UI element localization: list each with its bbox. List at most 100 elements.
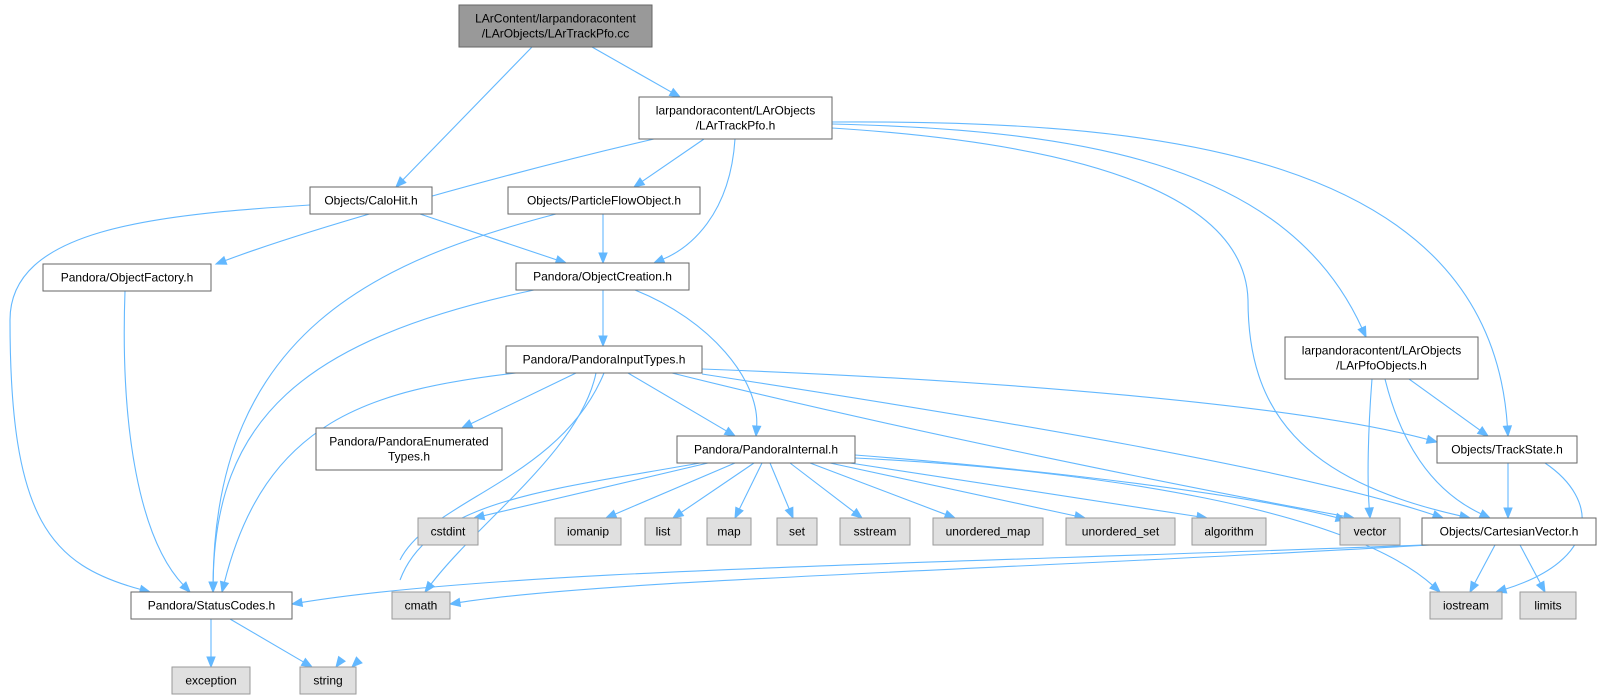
node-list: list (644, 517, 682, 546)
edge-arrowhead (208, 581, 218, 594)
edge-objectcreation_h-to-pandorainternal_h (634, 289, 762, 438)
edge-arrowhead (850, 507, 864, 519)
edge-arrowhead (395, 176, 407, 188)
node-pandorainputtypes-h[interactable]: Pandora/PandoraInputTypes.h (505, 345, 703, 374)
edge-line (641, 138, 705, 183)
node-unordered-set: unordered_set (1065, 517, 1176, 546)
node-box (515, 262, 690, 291)
edge-line (854, 457, 1434, 587)
edge-pandorainputtypes_h-to-string (335, 372, 605, 669)
node-cmath: cmath (391, 591, 451, 620)
node-label: string (313, 674, 342, 688)
edge-arrowhead (604, 509, 618, 519)
edges-layer (9, 46, 1583, 669)
node-statuscodes-h[interactable]: Pandora/StatusCodes.h (130, 591, 293, 620)
edge-arrowhead (335, 655, 346, 669)
edge-line (789, 462, 856, 513)
node-map: map (706, 517, 752, 546)
edge-pandorainternal_h-to-iostream (854, 457, 1441, 593)
edge-pandorainputtypes_h-to-trackstate_h (701, 368, 1439, 444)
node-box (1519, 591, 1577, 620)
edge-pandorainternal_h-to-vector (854, 454, 1348, 522)
edge-lartrackpfo_h-to-trackstate_h (831, 121, 1513, 438)
edge-pandorainternal_h-to-string (351, 462, 701, 668)
edge-arrowhead (448, 597, 462, 608)
edge-pandorainternal_h-to-set (769, 462, 794, 520)
node-box (1191, 517, 1267, 546)
edge-trackstate_h-to-cartesianvector_h (1503, 463, 1513, 520)
node-label: Objects/CartesianVector.h (1440, 525, 1579, 539)
edge-line (849, 462, 1199, 518)
edge-line (1367, 378, 1373, 510)
node-box (644, 517, 682, 546)
edge-arrowhead (734, 506, 744, 520)
edge-line (831, 121, 1508, 428)
edge-statuscodes_h-to-string (229, 618, 314, 668)
edge-arrowhead (652, 254, 666, 264)
node-label: iomanip (567, 525, 609, 539)
edge-arrowhead (1476, 426, 1490, 437)
edge-objectcreation_h-to-pandorainputtypes_h (598, 290, 608, 348)
node-objectcreation-h[interactable]: Pandora/ObjectCreation.h (515, 262, 690, 291)
edge-line (229, 618, 305, 663)
node-iostream: iostream (1429, 591, 1503, 620)
edge-arrowhead (1431, 510, 1445, 520)
edge-cartesianvector_h-to-statuscodes_h (290, 544, 1423, 607)
edge-line (701, 368, 1429, 441)
node-box (932, 517, 1044, 546)
node-label: sstream (854, 525, 897, 539)
edge-arrowhead (1502, 425, 1513, 438)
edge-calohit_h-to-objectcreation_h (419, 213, 568, 265)
edge-line (300, 544, 1423, 604)
node-label: exception (185, 674, 236, 688)
edge-larpfoobjects_h-to-vector (1364, 378, 1374, 520)
node-label: unordered_map (946, 525, 1031, 539)
edge-arrowhead (668, 87, 682, 98)
edge-line (399, 372, 605, 561)
node-sstream: sstream (839, 517, 911, 546)
edge-line (482, 462, 709, 517)
edge-arrowhead (1478, 509, 1492, 519)
node-lartrackpfo-h[interactable]: larpandoracontent/LArObjects/LArTrackPfo… (638, 96, 833, 140)
node-particleflowobject-h[interactable]: Objects/ParticleFlowObject.h (507, 186, 701, 215)
edge-arrowhead (1429, 581, 1441, 593)
node-label: /LArObjects/LArTrackPfo.cc (482, 27, 630, 41)
node-box (554, 517, 622, 546)
node-root[interactable]: LArContent/larpandoracontent/LArObjects/… (458, 4, 653, 48)
node-label: vector (1354, 525, 1387, 539)
node-label: Pandora/ObjectCreation.h (533, 270, 672, 284)
node-cartesianvector-h[interactable]: Objects/CartesianVector.h (1421, 517, 1597, 546)
edge-calohit_h-to-statuscodes_h (9, 204, 311, 594)
edge-line (680, 462, 755, 514)
edge-arrowhead (554, 255, 568, 265)
node-pandorainternal-h[interactable]: Pandora/PandoraInternal.h (676, 435, 856, 464)
node-objectfactory-h[interactable]: Pandora/ObjectFactory.h (42, 263, 212, 292)
edge-line (831, 123, 1363, 330)
edge-arrowhead (206, 656, 216, 669)
node-label: unordered_set (1082, 525, 1160, 539)
edge-arrowhead (290, 597, 304, 607)
edge-line (591, 46, 673, 94)
edge-line (458, 544, 1431, 604)
node-larpfoobjects-h[interactable]: larpandoracontent/LArObjects/LArPfoObjec… (1284, 336, 1479, 380)
edge-arrowhead (214, 255, 228, 265)
edge-pandorainputtypes_h-to-statuscodes_h (219, 372, 517, 594)
edge-pandorainternal_h-to-map (734, 462, 763, 520)
edge-pandorainputtypes_h-to-pandorainternal_h (627, 372, 737, 437)
node-box (130, 591, 293, 620)
node-label: larpandoracontent/LArObjects (1302, 344, 1461, 358)
node-calohit-h[interactable]: Objects/CaloHit.h (309, 186, 433, 215)
edge-lartrackpfo_h-to-particleflowobject_h (632, 138, 705, 188)
edge-arrowhead (752, 425, 762, 438)
edge-line (634, 289, 758, 428)
edge-root-to-lartrackpfo_h (591, 46, 682, 98)
edge-objectfactory_h-to-statuscodes_h (123, 290, 191, 593)
node-label: list (656, 525, 671, 539)
node-box (391, 591, 451, 620)
edge-line (1519, 544, 1542, 585)
node-label: LArContent/larpandoracontent (475, 12, 636, 26)
edge-line (701, 373, 1435, 516)
node-trackstate-h[interactable]: Objects/TrackState.h (1436, 435, 1578, 464)
